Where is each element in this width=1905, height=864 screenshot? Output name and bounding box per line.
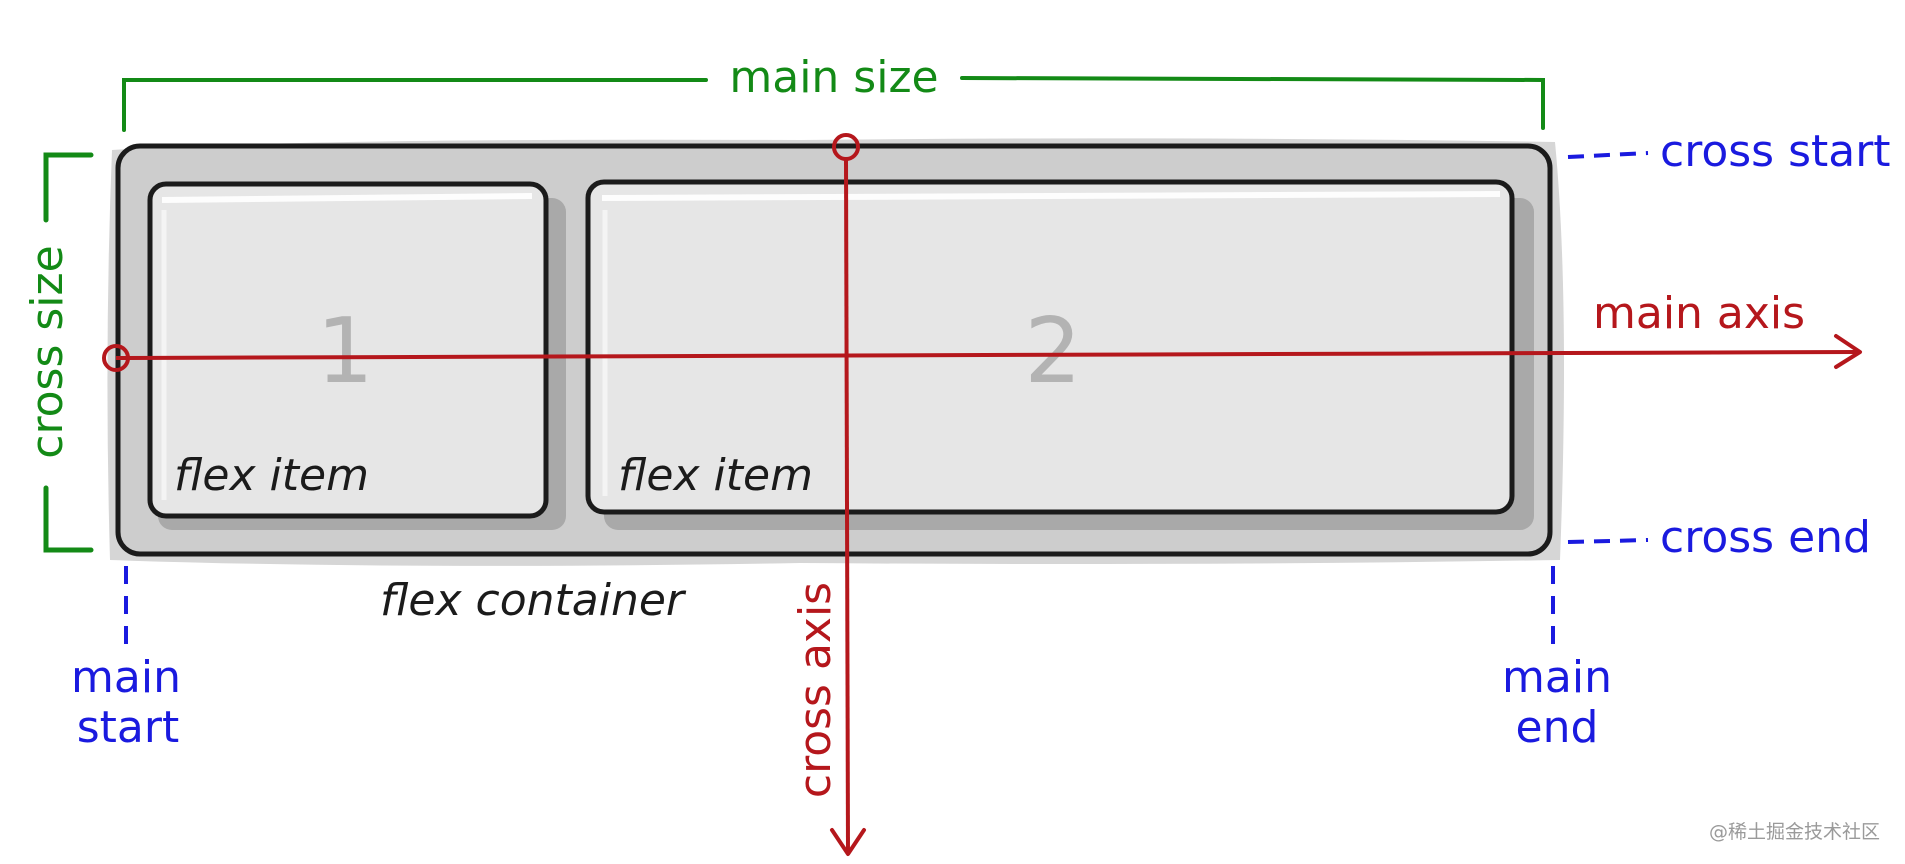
flex-item-2-number: 2 [1024, 299, 1081, 404]
cross-axis-line [844, 159, 850, 853]
main-axis-line [115, 350, 1859, 360]
cross-size-bracket [43, 152, 94, 553]
main-axis-label: main axis [1593, 288, 1805, 339]
watermark: @稀土掘金技术社区 [1709, 821, 1880, 843]
cross-axis-label: cross axis [790, 582, 841, 798]
main-end-label-line1: main [1502, 652, 1612, 703]
flex-item-1-highlight [161, 193, 533, 203]
flex-item-2 [585, 179, 1515, 515]
cross-end-label: cross end [1660, 512, 1871, 563]
flex-item-2-highlight [601, 191, 1501, 201]
cross-axis-origin [832, 133, 860, 161]
cross-end-dash [1567, 538, 1649, 544]
main-start-label-line1: main [71, 652, 181, 703]
main-start-label-line2: start [77, 702, 179, 753]
flex-container-label: flex container [380, 575, 687, 626]
flex-item-1 [147, 181, 549, 519]
cross-axis-arrowhead [830, 828, 866, 856]
main-axis-origin [102, 344, 130, 372]
cross-start-label: cross start [1660, 126, 1891, 177]
flex-item-1-caption: flex item [174, 450, 369, 501]
cross-size-label: cross size [22, 245, 73, 458]
flex-item-1-number: 1 [316, 299, 373, 404]
main-size-label: main size [729, 52, 938, 103]
main-axis-arrowhead [1834, 334, 1862, 369]
main-end-label-line2: end [1516, 702, 1599, 753]
cross-start-dash [1567, 151, 1649, 159]
flex-item-2-caption: flex item [618, 450, 813, 501]
main-size-bracket [122, 76, 1545, 132]
